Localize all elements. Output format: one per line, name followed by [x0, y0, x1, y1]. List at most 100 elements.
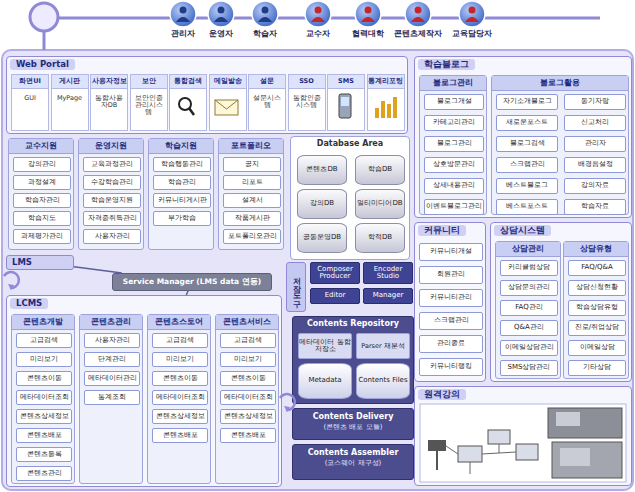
- box-label: 신고처리: [581, 119, 609, 126]
- box-label: SMS상담관리: [508, 364, 551, 371]
- box-label: 이메일상담관리: [505, 344, 554, 351]
- function-item: 관리종료: [419, 335, 483, 353]
- function-item: 베스트포스트: [496, 199, 558, 215]
- function-item: 기타상담: [568, 360, 626, 376]
- section-box: Web Portal화면UIGUI게시판MyPage사용자정보통합사용자DB보안…: [6, 56, 408, 134]
- box-label: Manager: [373, 292, 404, 299]
- actor-badge: [459, 1, 485, 27]
- box-label: 콘텐츠상세정보: [224, 413, 273, 420]
- actor-head: [315, 7, 322, 14]
- repository-item: 메타데이터 통합저장소: [298, 333, 352, 359]
- box-label: 카테고리관리: [433, 119, 475, 126]
- box-label: 콘텐츠상세정보: [20, 413, 69, 420]
- box-label: 블로그개설: [437, 98, 472, 105]
- function-item: 콘텐츠이동: [16, 371, 72, 386]
- function-item: 콘텐츠배포: [16, 428, 72, 443]
- box-label: 학습운영지원: [91, 197, 133, 204]
- function-item: 새로운포스트: [496, 115, 558, 131]
- box-label: 부가학습: [168, 215, 196, 222]
- box-label: 콘텐츠개발: [12, 315, 74, 330]
- chart-bar: [381, 101, 385, 118]
- box-label: 리포트: [242, 179, 263, 186]
- chart-bar: [387, 104, 391, 118]
- repository-item: Parser 재분석: [356, 333, 410, 359]
- function-item: 자격증취득관리: [83, 211, 141, 226]
- box-label: 설문: [249, 75, 285, 89]
- box-label: 블로그관리: [420, 76, 486, 91]
- box-label: 포트폴리오관리: [228, 233, 277, 240]
- function-item: 사용자관리: [84, 333, 140, 348]
- function-item: 배경음설정: [564, 157, 626, 173]
- function-item: 콘텐츠관리: [16, 466, 72, 481]
- box-label: 콘텐츠배포: [27, 432, 62, 439]
- box-label: Encoder Studio: [364, 266, 412, 281]
- box-label: 강의관리: [28, 161, 56, 168]
- box-label: 학적DB: [368, 234, 392, 242]
- function-column: 교수지원강의관리과정설계학습자관리학습지도과제평가관리: [8, 138, 74, 250]
- wire: [470, 462, 471, 474]
- function-item: 미리보기: [152, 352, 208, 367]
- box-label: Editor: [325, 292, 346, 299]
- function-item: 이메일상담: [568, 340, 626, 356]
- database-box: 강의DB: [297, 189, 347, 219]
- box-label: 교육담당자: [442, 30, 502, 39]
- function-item: 블로그검색: [496, 136, 558, 152]
- phone-body: [339, 94, 351, 118]
- function-item: 설계서: [223, 193, 281, 208]
- function-item: 미리보기: [16, 352, 72, 367]
- box-label: 협력대학: [338, 30, 398, 39]
- box-label: 작품게시판: [235, 215, 270, 222]
- tool-box: Composer Producer: [310, 262, 360, 284]
- actor-body: [465, 17, 479, 22]
- chart-bar: [393, 97, 397, 118]
- box-label: 운영자: [191, 30, 251, 39]
- box-label: FAQ관리: [515, 304, 543, 311]
- box-label: 자기소개블로그: [503, 98, 552, 105]
- function-item: 학습지도: [13, 211, 71, 226]
- box-label: 이벤트블로그관리: [426, 203, 482, 210]
- function-item: 상세내용관리: [424, 178, 484, 194]
- box-label: 블로그검색: [510, 140, 545, 147]
- function-item: 커뮤니티랭킹: [419, 358, 483, 376]
- actor-badge: [355, 1, 381, 27]
- function-item: 수강학습관리: [83, 175, 141, 190]
- function-item: FAQ관리: [500, 300, 558, 316]
- function-item: 학습상담유형: [568, 300, 626, 316]
- portal-item: 보안보안인증 관리시스템: [130, 74, 168, 131]
- function-item: 공지: [223, 157, 281, 172]
- actor-body: [361, 17, 375, 22]
- search-icon: [179, 98, 194, 115]
- function-item: 과제평가관리: [13, 229, 71, 244]
- box-label: 콘텐츠배포: [163, 432, 198, 439]
- wire: [499, 444, 500, 453]
- actor-icon: [305, 1, 331, 27]
- box-label: 메일발송: [210, 75, 246, 89]
- function-item: 강의자료: [564, 178, 626, 194]
- phone-icon: [339, 94, 351, 118]
- actor-head: [180, 7, 187, 14]
- pc-monitor: [516, 444, 538, 460]
- server-box: [488, 430, 510, 444]
- chart-bar: [375, 108, 379, 118]
- actor-badge: [208, 1, 234, 27]
- function-item: 학습행동관리: [153, 157, 211, 172]
- function-item: 자기소개블로그: [496, 94, 558, 110]
- box-label: 통계리포팅: [368, 75, 404, 89]
- portal-item: SSO통합인증시스템: [288, 74, 326, 131]
- function-item: 작품게시판: [223, 211, 281, 226]
- function-item: 커뮤니티관리: [419, 289, 483, 307]
- connector: [186, 291, 188, 295]
- box-label: LMS: [7, 256, 73, 269]
- actor-icon: [170, 1, 196, 27]
- box-label: 미리보기: [30, 356, 58, 363]
- box-label: 콘텐츠서비스: [216, 315, 278, 330]
- box-label: 미리보기: [234, 356, 262, 363]
- box-body-text: 통합인증시스템: [290, 95, 324, 109]
- function-item: 콘텐츠배포: [152, 428, 208, 443]
- portal-item: 사용자정보통합사용자DB: [90, 74, 128, 131]
- section-box: LCMS콘텐츠개발고급검색미리보기콘텐츠이동메타데이터조회콘텐츠상세정보콘텐츠배…: [6, 295, 282, 487]
- wire: [482, 452, 516, 454]
- box-body-text: 통합사용자DB: [92, 95, 126, 109]
- box-label: 과정설계: [28, 179, 56, 186]
